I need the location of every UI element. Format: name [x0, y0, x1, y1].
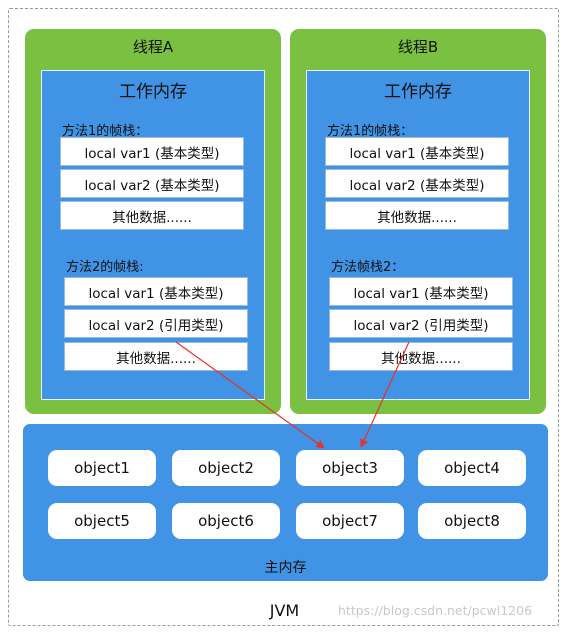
object-6: object6	[172, 503, 280, 539]
thread-a-work-memory: 工作内存 方法1的帧栈： local var1 (基本类型) local var…	[41, 70, 265, 400]
work-memory-title: 工作内存	[384, 82, 452, 102]
frame-1-slot-other: 其他数据......	[325, 201, 509, 230]
frame-1-slot-var2: local var2 (基本类型)	[60, 169, 244, 198]
frame-1-slot-var1: local var1 (基本类型)	[325, 137, 509, 166]
frame-1-label: 方法1的帧栈：	[327, 124, 414, 139]
thread-b-title: 线程B	[397, 38, 439, 56]
frame-2-slot-other: 其他数据......	[329, 342, 513, 371]
object-1: object1	[48, 450, 156, 486]
frame-1-label: 方法1的帧栈：	[62, 124, 149, 139]
frame-1-slot-var2: local var2 (基本类型)	[325, 169, 509, 198]
object-7: object7	[296, 503, 404, 539]
jvm-label: JVM	[269, 601, 300, 620]
frame-2-label: 方法帧栈2：	[331, 260, 405, 275]
main-memory-title: 主内存	[264, 560, 307, 576]
object-3: object3	[296, 450, 404, 486]
object-5: object5	[48, 503, 156, 539]
main-memory: object1 object2 object3 object4 object5 …	[23, 424, 548, 581]
thread-a: 线程A 工作内存 方法1的帧栈： local var1 (基本类型) local…	[25, 29, 281, 414]
frame-1-slot-other: 其他数据......	[60, 201, 244, 230]
frame-2-slot-var1: local var1 (基本类型)	[329, 277, 513, 306]
work-memory-title: 工作内存	[119, 82, 187, 102]
frame-2-slot-var2: local var2 (引用类型)	[329, 309, 513, 338]
watermark: https://blog.csdn.net/pcwl1206	[338, 603, 533, 618]
thread-b: 线程B 工作内存 方法1的帧栈： local var1 (基本类型) local…	[290, 29, 546, 414]
frame-2-slot-var2: local var2 (引用类型)	[64, 309, 248, 338]
thread-a-title: 线程A	[132, 38, 174, 56]
frame-2-label: 方法2的帧栈:	[66, 260, 144, 275]
thread-b-work-memory: 工作内存 方法1的帧栈： local var1 (基本类型) local var…	[306, 70, 530, 400]
jvm-frame	[8, 8, 559, 626]
object-8: object8	[418, 503, 526, 539]
object-4: object4	[418, 450, 526, 486]
frame-2-slot-other: 其他数据......	[64, 342, 248, 371]
frame-2-slot-var1: local var1 (基本类型)	[64, 277, 248, 306]
frame-1-slot-var1: local var1 (基本类型)	[60, 137, 244, 166]
object-2: object2	[172, 450, 280, 486]
